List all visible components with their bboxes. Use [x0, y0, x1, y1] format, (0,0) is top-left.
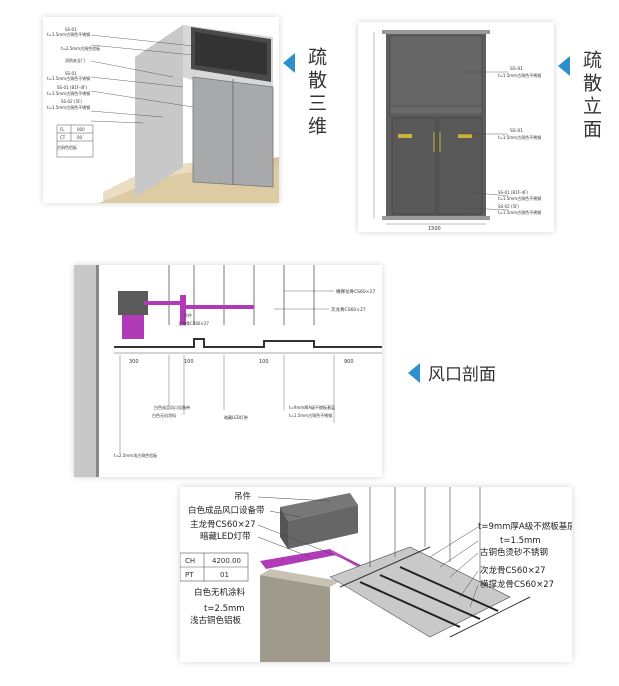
- door-leaf-right: [437, 117, 483, 215]
- panel1-leaders: [90, 34, 204, 124]
- section-title-3d-text: 疏散三维: [305, 47, 327, 139]
- label-text: CT: [60, 135, 66, 140]
- purple-vent-box: [122, 313, 144, 339]
- label-text: 横撑龙骨CS60×27: [336, 288, 375, 295]
- label-text: t=9mm厚A级不燃板基层: [289, 404, 335, 410]
- label-text: 次龙骨CS60×27: [331, 306, 366, 313]
- label-text: 4200.00: [212, 557, 241, 565]
- label-text: 000: [77, 127, 85, 132]
- vent-3d-drawing: CH 4200.00 PT 01 吊件 白色成品风口设备带 主龙骨CS60×27…: [180, 487, 572, 662]
- door-elevation-drawing: 1500 SS-01 t=1.5mm古铜色不锈钢 SS-01 t=1.5mm古铜…: [373, 30, 541, 232]
- label-text: t=1.5mm古铜色不锈钢: [498, 209, 541, 215]
- label-text: 主龙骨CS60×27: [190, 519, 256, 530]
- label-text: 横撑龙骨CS60×27: [480, 579, 554, 590]
- label-text: 消防安全门: [65, 57, 85, 63]
- label-text: 暗藏LED灯带: [200, 531, 251, 542]
- label-text: SS-01: [65, 71, 77, 76]
- label-text: 1500: [428, 226, 441, 232]
- upper-panel: [389, 35, 483, 117]
- panel-vent-section: 300 100 100 900 横撑龙骨CS60×27 次龙骨CS60×27 吊…: [74, 265, 382, 477]
- label-text: SS-01: [65, 27, 77, 32]
- label-text: t=1.5mm古铜色不锈钢: [498, 72, 541, 78]
- label-text: 01: [220, 571, 229, 579]
- ceiling-line: [114, 338, 382, 348]
- label-text: 100: [184, 359, 194, 365]
- label-text: 900: [344, 359, 354, 365]
- label-text: t=1.5mm古铜色不锈钢: [47, 31, 90, 37]
- vent-device: [118, 291, 148, 315]
- label-text: CH: [185, 557, 195, 565]
- section-title-vent-text: 风口剖面: [428, 365, 496, 385]
- arrow-left-icon: [558, 56, 570, 76]
- label-text: 白色成品风口设备带: [154, 404, 190, 410]
- label-text: 300: [129, 359, 139, 365]
- section-title-elevation-text: 疏散立面: [580, 50, 602, 142]
- vent-box-top: [280, 493, 358, 521]
- arrow-left-icon: [408, 362, 420, 383]
- label-text: t=1.5mm古铜色不锈钢: [498, 134, 541, 140]
- label-text: SS-01: [510, 66, 523, 72]
- label-text: 次龙骨CS60×27: [480, 565, 546, 576]
- label-text: SS-01 (B1F-4F): [498, 190, 528, 195]
- label-text: 00: [77, 135, 83, 140]
- section-title-elevation: 疏散立面: [558, 50, 605, 142]
- label-text: SS-02 (5F): [498, 204, 519, 209]
- door-leaf-left: [391, 117, 437, 215]
- label-text: 吊件: [184, 312, 192, 318]
- label-text: 100: [259, 359, 269, 365]
- label-text: 古铜色烫砂不锈钢: [480, 547, 548, 558]
- label-text: FL: [60, 127, 65, 132]
- concrete-wall: [74, 265, 96, 477]
- label-text: 吊件: [234, 491, 252, 502]
- wall-block: [260, 575, 330, 662]
- section-title-3d: 疏散三维: [283, 47, 330, 139]
- panel-vent-3d: CH 4200.00 PT 01 吊件 白色成品风口设备带 主龙骨CS60×27…: [180, 487, 572, 662]
- label-text: 白色无机涂料: [152, 412, 176, 418]
- label-text: 白色成品风口设备带: [188, 505, 265, 516]
- section-title-vent: 风口剖面: [408, 360, 496, 385]
- label-text: t=9mm厚A级不燃板基层: [478, 521, 572, 532]
- label-text: t=2.5mm浅古铜色铝板: [114, 452, 157, 458]
- label-text: t=2.5mm: [204, 604, 245, 614]
- label-text: 古铜色铝板: [57, 144, 77, 150]
- label-text: 白色无机涂料: [194, 587, 246, 598]
- label-text: t=1.5mm古铜色不锈钢: [47, 90, 90, 96]
- left-wall: [135, 25, 183, 197]
- label-text: 主龙骨CS60×27: [178, 320, 209, 326]
- label-text: SS-01: [510, 128, 523, 134]
- label-text: t=1.5mm古铜色不锈钢: [498, 195, 541, 201]
- label-text: SS-01 (B1F-4F): [57, 85, 87, 90]
- vent-section-drawing: 300 100 100 900 横撑龙骨CS60×27 次龙骨CS60×27 吊…: [74, 265, 382, 477]
- label-text: t=1.5mm: [500, 536, 541, 546]
- arrow-left-icon: [283, 53, 295, 73]
- label-text: t=1.5mm古铜色不锈钢: [47, 104, 90, 110]
- label-text: 浅古铜色铝板: [190, 615, 242, 626]
- label-text: 暗藏LED灯带: [224, 414, 248, 420]
- label-text: t=2.5mm古铜色铝板: [61, 45, 100, 51]
- label-text: t=1.5mm古铜色不锈钢: [289, 412, 332, 418]
- label-text: PT: [185, 571, 194, 579]
- label-text: t=1.5mm古铜色不锈钢: [47, 75, 90, 81]
- label-text: SS-02 (5F): [61, 99, 82, 104]
- purple-duct: [260, 549, 336, 569]
- panel-elevation: 1500 SS-01 t=1.5mm古铜色不锈钢 SS-01 t=1.5mm古铜…: [358, 22, 554, 232]
- door-3d-drawing: FL 000 CT 00 古铜色铝板 SS-01 t=1.5mm古铜色不锈钢 t…: [47, 25, 279, 203]
- panel-3d-door: FL 000 CT 00 古铜色铝板 SS-01 t=1.5mm古铜色不锈钢 t…: [43, 17, 279, 203]
